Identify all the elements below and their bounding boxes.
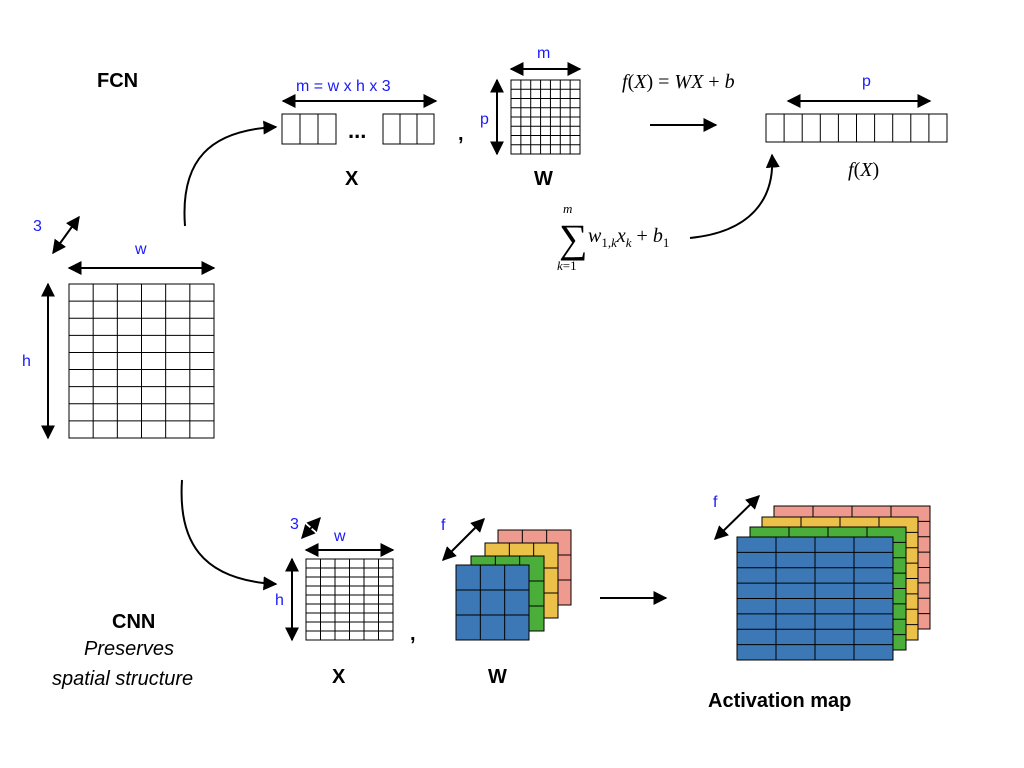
input-height-label: h: [22, 353, 31, 370]
input-depth-label: 3: [33, 218, 42, 235]
w-p-label: p: [480, 111, 489, 128]
act-depth-arrow: [713, 495, 761, 540]
cnn-x-height-label: h: [275, 592, 284, 609]
w-m-label: m: [537, 45, 550, 62]
cnn-x-depth-label: 3: [290, 516, 299, 533]
fcn-comma: ,: [458, 123, 464, 145]
cnn-x-width-label: w: [333, 528, 346, 545]
fcn-formula: f(X) = WX + b: [622, 71, 735, 93]
cnn-x-depth-arrow: [301, 516, 321, 540]
x-vector-left: [281, 113, 337, 145]
sum-body: w1,kxk + b1: [588, 225, 669, 250]
sum-upper: m: [563, 201, 572, 216]
x-dim-label: m = w x h x 3: [296, 78, 391, 95]
input-to-fcn-arrow: [183, 120, 278, 227]
x-vector-right: [382, 113, 435, 145]
input-width-label: w: [134, 241, 147, 258]
sum-lower: k=1: [557, 258, 577, 273]
fcn-out-label: f(X): [848, 159, 879, 181]
cnn-title: CNN: [112, 611, 155, 633]
sum-symbol: ∑: [559, 216, 588, 261]
fcn-title: FCN: [97, 70, 138, 92]
fcn-w-matrix: [510, 79, 581, 155]
cnn-comma: ,: [410, 623, 416, 645]
cnn-w-label: W: [488, 666, 507, 688]
output-vector: [765, 113, 948, 143]
filter-blue: [455, 564, 530, 641]
act-depth-label: f: [713, 494, 718, 511]
act-label: Activation map: [708, 690, 851, 712]
cnn-subtitle-2: spatial structure: [52, 668, 193, 690]
activation-maps: [736, 505, 931, 661]
sum-to-output-arrow: [689, 153, 780, 239]
fcn-w-label: W: [534, 168, 553, 190]
filter-depth-arrow: [442, 518, 485, 561]
cnn-subtitle-1: Preserves: [84, 638, 174, 660]
x-ellipsis: ...: [348, 118, 366, 143]
input-to-cnn-arrow: [180, 479, 278, 591]
fcn-x-label: X: [345, 168, 359, 190]
out-p-label: p: [862, 73, 871, 90]
cnn-x-grid: [305, 558, 394, 641]
filter-depth-label: f: [441, 517, 446, 534]
cnn-x-label: X: [332, 666, 346, 688]
input-image-grid: [68, 283, 215, 439]
input-depth-arrow: [52, 215, 80, 255]
cnn-filters: [455, 529, 572, 641]
